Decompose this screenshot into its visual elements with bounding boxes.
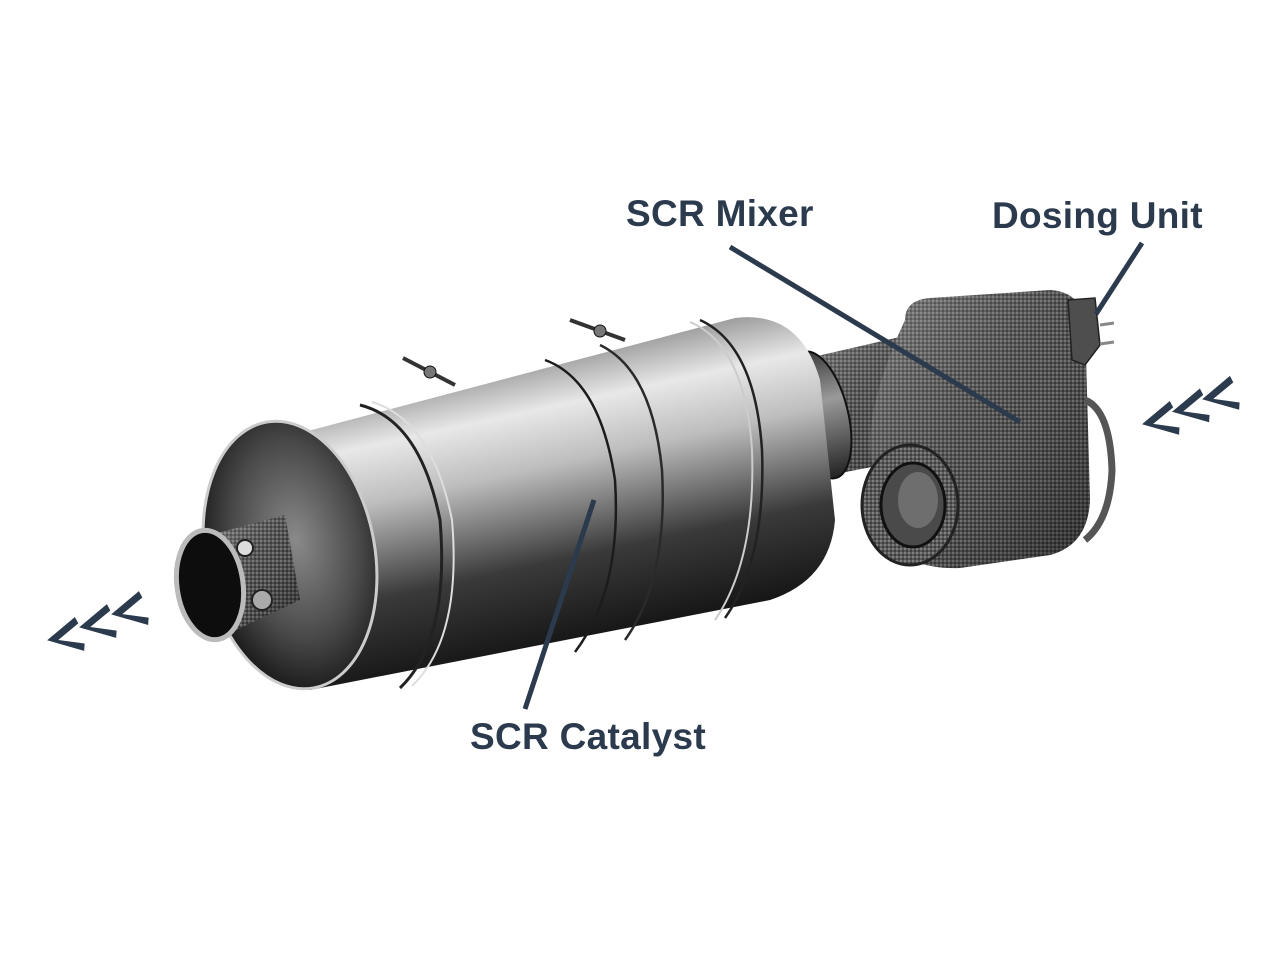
mixer-housing — [860, 290, 1116, 569]
label-dosing-unit: Dosing Unit — [992, 195, 1203, 236]
outlet-pipe — [173, 515, 300, 643]
label-scr-mixer: SCR Mixer — [626, 193, 814, 234]
leader-line-scr-catalyst — [522, 499, 597, 710]
leader-line-scr-mixer — [728, 244, 1022, 425]
catalyst-canister — [201, 317, 835, 691]
dosing-unit-module — [1067, 297, 1115, 366]
outlet-flow-arrow-icon — [47, 591, 149, 651]
inlet-flow-arrow-icon — [1142, 375, 1240, 435]
clamp-bolt — [569, 318, 626, 342]
clamp-bolt — [402, 356, 456, 387]
leader-line-dosing-unit — [1093, 241, 1145, 316]
label-scr-catalyst: SCR Catalyst — [470, 716, 706, 757]
